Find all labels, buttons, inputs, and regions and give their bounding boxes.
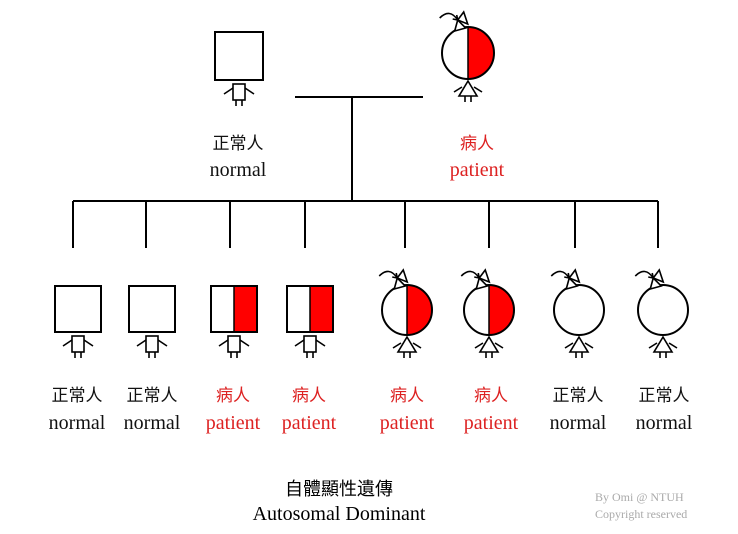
child-1-male-gene-icon (62, 335, 94, 358)
child-7-label-zh: 正常人 (553, 386, 604, 406)
child-2-label-zh: 正常人 (127, 386, 178, 406)
child-8-female-gene-icon (648, 335, 678, 358)
child-5-female-gene-icon (392, 335, 422, 358)
child-7-bow-icon (550, 268, 581, 291)
child-3-affected-fill (234, 286, 257, 332)
credit-line-2: Copyright reserved (595, 507, 687, 521)
child-6-label-en: patient (464, 412, 519, 434)
mother-symbol (439, 10, 495, 102)
title-en: Autosomal Dominant (253, 503, 426, 525)
child-8-label-en: normal (636, 412, 693, 434)
child-5-symbol (378, 268, 433, 358)
child-2-male-gene-icon (136, 335, 168, 358)
child-7-female-circle (553, 284, 605, 336)
child-5-bow-icon (378, 268, 409, 291)
title-zh: 自體顯性遺傳 (285, 479, 393, 500)
mother-female-gene-icon (453, 79, 483, 102)
child-7-label-en: normal (550, 412, 607, 434)
child-4-male-gene-icon (294, 335, 326, 358)
father-label-zh: 正常人 (213, 134, 264, 154)
child-2-label-en: normal (124, 412, 181, 434)
child-8-female-circle (637, 284, 689, 336)
child-7-symbol (550, 268, 605, 358)
father-male-square (214, 31, 264, 81)
child-4-label-en: patient (282, 412, 337, 434)
child-4-symbol (286, 285, 334, 358)
child-3-male-gene-icon (218, 335, 250, 358)
child-4-label-zh: 病人 (292, 386, 326, 406)
child-8-bow-icon (634, 268, 665, 291)
child-2-male-square (128, 285, 176, 333)
child-1-male-square (54, 285, 102, 333)
child-6-female-gene-icon (474, 335, 504, 358)
child-5-affected-fill (407, 285, 432, 335)
child-2-symbol (128, 285, 176, 358)
credit-line-1: By Omi @ NTUH (595, 490, 684, 504)
child-6-label-zh: 病人 (474, 386, 508, 406)
child-8-label-zh: 正常人 (639, 386, 690, 406)
child-3-label-en: patient (206, 412, 261, 434)
child-6-bow-icon (460, 268, 491, 291)
child-1-label-zh: 正常人 (52, 386, 103, 406)
father-label-en: normal (210, 159, 267, 181)
father-male-gene-icon (223, 83, 255, 106)
mother-affected-fill (468, 27, 494, 79)
child-8-symbol (634, 268, 689, 358)
child-6-affected-fill (489, 285, 514, 335)
child-3-symbol (210, 285, 258, 358)
child-7-female-gene-icon (564, 335, 594, 358)
child-3-label-zh: 病人 (216, 386, 250, 406)
child-1-symbol (54, 285, 102, 358)
father-symbol (214, 31, 264, 106)
child-4-affected-fill (310, 286, 333, 332)
mother-label-en: patient (450, 159, 505, 181)
child-1-label-en: normal (49, 412, 106, 434)
mother-label-zh: 病人 (460, 134, 494, 154)
child-5-label-en: patient (380, 412, 435, 434)
child-5-label-zh: 病人 (390, 386, 424, 406)
mother-bow-icon (439, 10, 470, 33)
child-6-symbol (460, 268, 515, 358)
